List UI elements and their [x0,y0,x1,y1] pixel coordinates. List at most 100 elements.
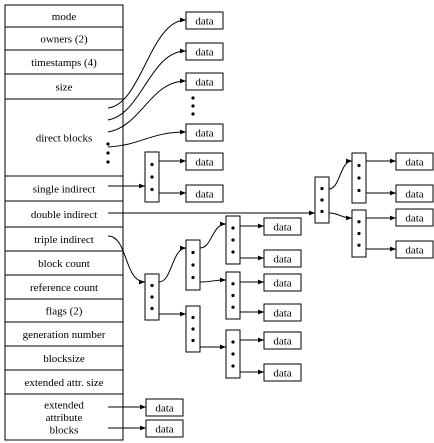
ellipsis-dot [231,250,235,254]
data-block: data [263,331,302,350]
ellipsis-dot [231,305,235,309]
data-block-box [263,217,302,236]
data-block: data [263,273,302,292]
inode-field-label: direct blocks [36,133,93,145]
inode-field-label: extended attr. size [24,377,103,389]
ellipsis-dot [150,162,154,167]
data-block-label: data [195,16,213,28]
ellipsis-dot [357,231,361,236]
data-block: data [185,152,224,171]
ellipsis-dot [191,315,195,320]
inode-field-label: blocks [50,425,79,437]
inode-field-label: double indirect [31,209,97,221]
indirect-block [185,305,201,353]
data-block-box [395,240,434,259]
ellipsis-dot [106,142,110,146]
data-block-box [263,331,302,350]
data-block-label: data [273,278,291,290]
data-block: data [145,419,184,438]
ellipsis-dot [191,112,195,116]
data-block-label: data [273,222,291,234]
ellipsis-dot [106,160,110,164]
inode-field-timestamps: timestamps (4) [4,49,124,75]
inode-field-label: attribute [46,412,83,424]
ellipsis-dot [357,176,361,180]
data-block-label: data [405,245,423,257]
inode-field-direct-blocks: direct blocks [4,98,124,177]
inode-field-size: size [4,73,124,100]
ellipsis-dot [231,340,235,344]
ellipsis-dot [320,209,324,214]
data-block: data [263,303,302,322]
ellipsis-dot [191,275,195,280]
pointer-arrow [107,235,146,285]
data-block-box [395,184,434,203]
data-block-label: data [195,189,213,201]
data-block: data [263,217,302,236]
data-block: data [185,11,224,30]
ellipsis-dot [231,238,235,242]
data-block-label: data [405,189,423,201]
inode-field-cell [4,250,124,276]
data-block-box [395,208,434,227]
data-block: data [395,208,434,227]
ellipsis-dot [231,352,235,356]
inode-field-single-indirect: single indirect [4,175,124,202]
inode-field-label: timestamps (4) [31,57,97,69]
data-block-label: data [273,308,291,320]
inode-field-label: mode [52,11,77,23]
inode-field-label: size [55,82,72,94]
inode-field-label: owners (2) [40,34,88,46]
inode-field-reference-count: reference count [4,274,124,300]
pointer-arrow [328,158,353,190]
data-block: data [185,42,224,61]
inode-field-cell [4,369,124,395]
data-block: data [145,398,184,417]
data-block-label: data [273,254,291,266]
pointer-arrow [158,245,187,283]
inode-field-label: blocksize [43,353,85,365]
data-block: data [185,123,224,142]
indirect-block [225,271,241,320]
ellipsis-dot [191,96,195,100]
inode-field-generation-number: generation number [4,321,124,347]
data-block-box [185,72,224,91]
ellipsis-dot [357,220,361,224]
pointer-arrow [107,78,187,133]
pointer-arrows [107,17,396,431]
pointer-arrow [199,221,227,249]
pointer-arrow [107,48,187,121]
data-block-label: data [155,403,173,415]
data-block-box [263,273,302,292]
ellipsis-dot [231,364,235,368]
data-block: data [395,152,434,171]
ellipsis-dot [191,338,195,343]
ellipsis-dot [150,306,154,311]
inode-field-extended-attr-size: extended attr. size [4,369,124,395]
data-block-box [185,152,224,171]
inode-field-label: triple indirect [34,234,94,246]
data-block: data [395,240,434,259]
indirect-block [225,215,241,265]
ellipsis-dot [231,293,235,298]
data-block-box [395,152,434,171]
data-block-label: data [273,336,291,348]
indirect-block [225,329,241,379]
blocks: data data data data data data data data data data… [106,11,434,438]
inode-field-cell [4,98,124,177]
inode-field-cell [4,226,124,252]
data-block-box [185,184,224,203]
data-block-label: data [195,157,213,169]
data-block-label: data [405,157,423,169]
data-block-label: data [405,213,423,225]
inode-field-cell [4,200,124,228]
inode-field-double-indirect: double indirect [4,200,124,228]
pointer-arrow [107,17,187,109]
inode-field-label: flags (2) [46,306,83,318]
data-block-box [145,398,184,417]
data-block: data [263,249,302,268]
data-block-box [263,363,302,382]
inode-field-block-count: block count [4,250,124,276]
pointer-arrow [199,277,227,283]
